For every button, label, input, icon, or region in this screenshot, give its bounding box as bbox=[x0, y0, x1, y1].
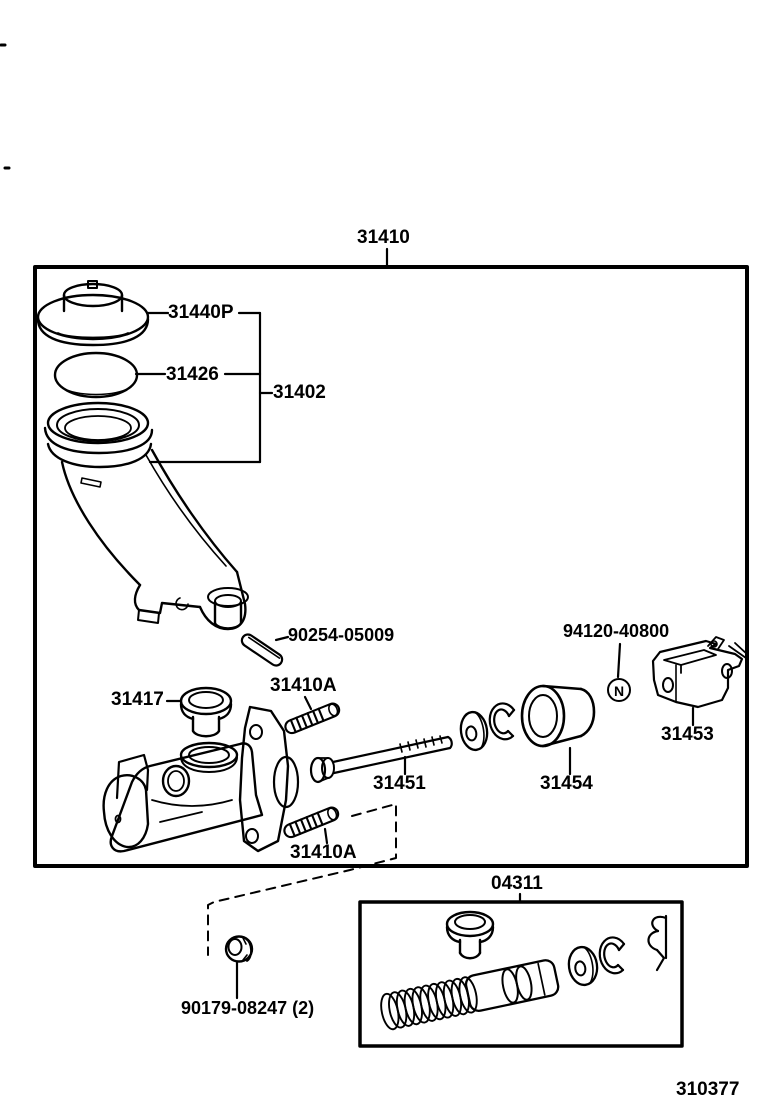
label-diaphragm: 31426 bbox=[166, 364, 219, 385]
main-assembly-box bbox=[33, 265, 749, 868]
lock-nut-drawing bbox=[224, 935, 254, 963]
kit-grommet-drawing bbox=[445, 910, 495, 960]
label-nut-code: 94120-40800 bbox=[563, 621, 670, 641]
label-piston-bushing: 31454 bbox=[540, 773, 593, 794]
grommet-drawing bbox=[179, 686, 233, 738]
label-push-rod-bolt: 31451 bbox=[373, 773, 426, 794]
label-stud-lower: 31410A bbox=[290, 842, 357, 863]
reservoir-body-drawing bbox=[43, 401, 249, 631]
label-lock-nut: 90179-08247 (2) bbox=[181, 998, 315, 1018]
diaphragm-drawing bbox=[53, 351, 139, 399]
nut-symbol-letter: N bbox=[614, 683, 624, 699]
leader-lines bbox=[134, 247, 695, 1000]
nut-symbol: N bbox=[607, 678, 631, 702]
washer-drawing bbox=[459, 710, 489, 752]
label-assembly: 31410 bbox=[357, 227, 410, 248]
label-cap: 31440P bbox=[168, 302, 234, 323]
label-stud-upper: 31410A bbox=[270, 675, 337, 696]
kit-washer-drawing bbox=[567, 945, 599, 987]
slotted-pin-drawing bbox=[240, 633, 284, 667]
repair-kit-box bbox=[358, 900, 684, 1048]
label-repair-kit: 04311 bbox=[491, 873, 543, 894]
label-reservoir-subassembly: 31402 bbox=[273, 382, 326, 403]
figure-code: 310377 bbox=[676, 1079, 740, 1100]
stud-lower-drawing bbox=[283, 806, 340, 839]
kit-clip-drawing bbox=[647, 914, 668, 972]
kit-piston-spring-drawing bbox=[380, 959, 560, 1031]
master-cylinder-drawing bbox=[102, 705, 300, 853]
piston-bushing-drawing bbox=[520, 684, 596, 748]
push-rod-bolt-drawing bbox=[309, 735, 453, 784]
label-slotted-pin: 90254-05009 bbox=[288, 625, 395, 645]
reservoir-cap-drawing bbox=[36, 280, 150, 347]
page-edge-marks bbox=[0, 43, 11, 170]
snap-ring-drawing bbox=[488, 702, 516, 741]
label-bracket-clamp: 31453 bbox=[661, 724, 714, 745]
bracket-clamp-drawing bbox=[651, 636, 749, 709]
stud-upper-drawing bbox=[284, 702, 341, 735]
label-grommet: 31417 bbox=[111, 689, 164, 710]
kit-snap-ring-drawing bbox=[598, 936, 626, 975]
dashed-leader-stud-to-nut bbox=[207, 803, 397, 956]
